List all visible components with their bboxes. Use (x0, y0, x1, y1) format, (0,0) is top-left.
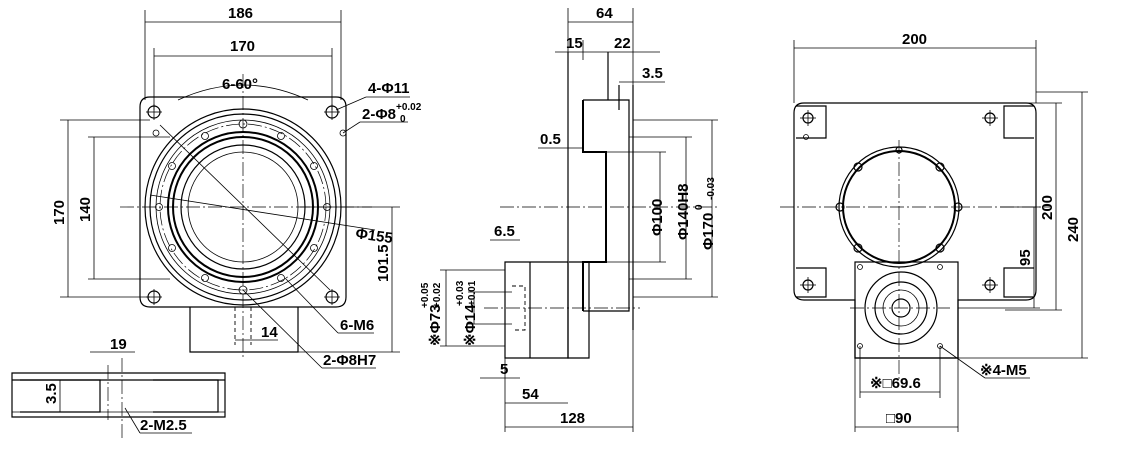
svg-text:0: 0 (400, 114, 406, 125)
label-holes: 4-Φ11 (368, 80, 410, 97)
flange-outline (139, 96, 347, 308)
dim-100: Φ100 (649, 199, 666, 236)
front-view: 186 170 6-60° 4-Φ11 2-Φ8 +0.02 0 170 140… (51, 5, 422, 369)
dim-101-5: 101.5 (375, 244, 392, 282)
svg-text:-0.03: -0.03 (706, 177, 717, 200)
label-m2-5: 2-M2.5 (140, 417, 187, 434)
dim-170-left: 170 (51, 200, 68, 225)
dim-73: ※Φ73 (427, 304, 444, 346)
svg-text:0: 0 (694, 204, 705, 210)
dim-95: 95 (1017, 249, 1034, 266)
rear-view: 200 200 240 95 ※4-M5 ※□69.6 □90 (780, 31, 1088, 432)
dim-3-5: 3.5 (642, 65, 663, 82)
label-m6: 6-M6 (340, 317, 374, 334)
dim-14: 14 (261, 324, 278, 341)
svg-text:+0.02: +0.02 (432, 282, 443, 308)
dim-200-top: 200 (902, 31, 927, 48)
dim-90: □90 (886, 410, 912, 427)
dim-14: ※Φ14 (462, 304, 479, 346)
bottom-tab (189, 307, 299, 353)
dim-170: Φ170 (700, 213, 717, 250)
dim-69-6: ※□69.6 (870, 375, 921, 392)
dim-3-5: 3.5 (43, 383, 60, 404)
svg-text:+0.05: +0.05 (420, 282, 431, 308)
dim-170-top: 170 (230, 38, 255, 55)
dim-54: 54 (522, 386, 539, 403)
dim-140: 140 (77, 197, 94, 222)
dim-19: 19 (110, 336, 127, 353)
dim-140h8: Φ140H8 (675, 183, 692, 240)
detail-view: 19 3.5 2-M2.5 (11, 336, 226, 440)
side-view: 64 15 22 3.5 0.5 Φ100 Φ140H8 Φ170 0 -0.0… (420, 5, 720, 432)
dim-200-right: 200 (1039, 195, 1056, 220)
dim-5: 5 (500, 361, 508, 378)
dim-128: 128 (560, 410, 585, 427)
dim-15: 15 (566, 35, 583, 52)
svg-text:+0.01: +0.01 (467, 280, 478, 306)
svg-text:+0.02: +0.02 (396, 102, 422, 113)
dim-22: 22 (614, 35, 631, 52)
label-m5: ※4-M5 (980, 362, 1027, 379)
label-pins-h7: 2-Φ8H7 (323, 352, 376, 369)
dim-186: 186 (228, 5, 253, 22)
dim-64: 64 (596, 5, 613, 22)
dim-240: 240 (1065, 217, 1082, 242)
dim-0-5: 0.5 (540, 131, 561, 148)
dim-155: Φ155 (354, 225, 393, 247)
dim-angle: 6-60° (222, 76, 258, 93)
svg-text:+0.03: +0.03 (455, 280, 466, 306)
dim-6-5: 6.5 (494, 223, 515, 240)
label-pins: 2-Φ8 (362, 106, 396, 123)
